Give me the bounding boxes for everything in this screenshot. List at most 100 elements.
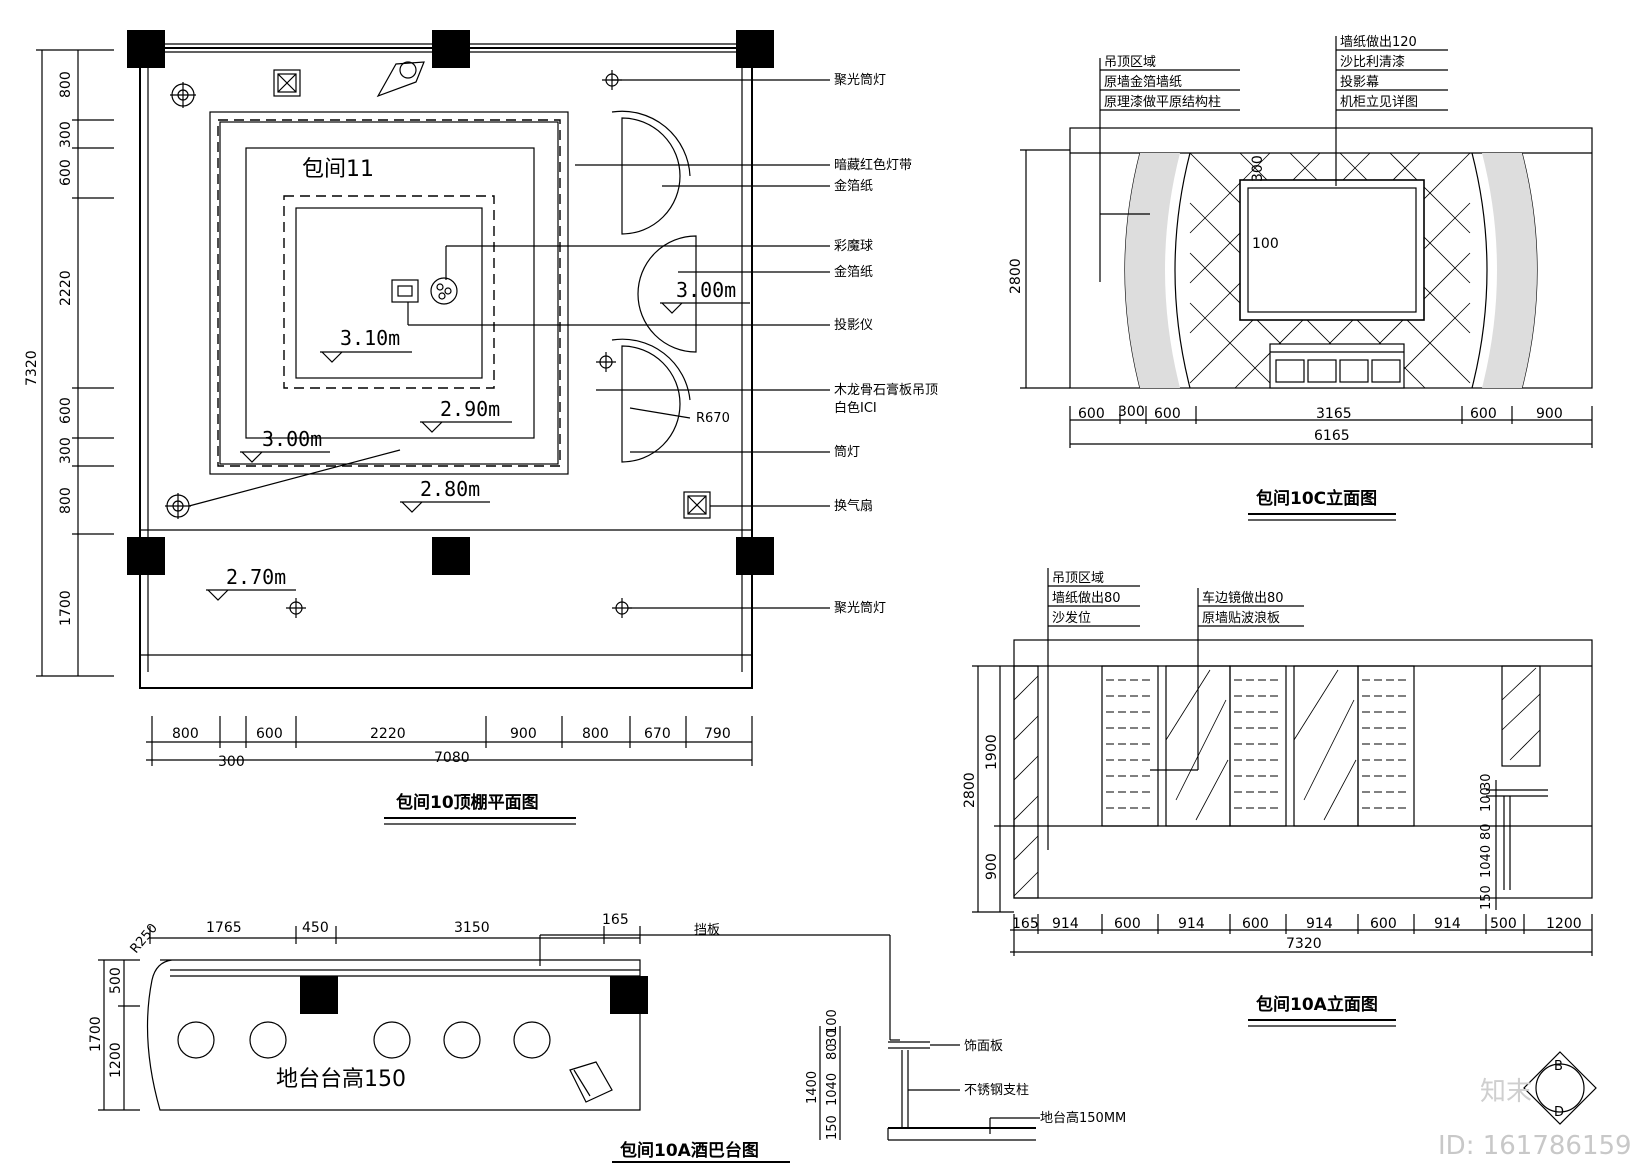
elevation-a: 吊顶区域 墙纸做出80 沙发位 车边镜做出80 原墙贴波浪板 2800 1900… <box>962 568 1593 1027</box>
svg-text:墙纸做出80: 墙纸做出80 <box>1052 591 1121 606</box>
svg-text:165: 165 <box>602 912 629 928</box>
tv-cabinet <box>1269 343 1405 389</box>
svg-text:800: 800 <box>58 487 74 514</box>
svg-text:聚光筒灯: 聚光筒灯 <box>834 600 886 616</box>
svg-text:B: B <box>1554 1059 1563 1074</box>
svg-text:饰面板: 饰面板 <box>964 1039 1003 1054</box>
bar-title: 包间10A酒巴台图 <box>620 1140 759 1161</box>
svg-text:600: 600 <box>1114 916 1141 932</box>
svg-text:914: 914 <box>1052 916 1079 932</box>
crosshair-light-icon <box>286 70 632 618</box>
watermark-logo: 知末 <box>1480 1077 1532 1107</box>
svg-text:600: 600 <box>58 397 74 424</box>
svg-text:670: 670 <box>644 726 671 742</box>
svg-text:300: 300 <box>58 121 74 148</box>
level-label: 3.10m <box>340 326 400 350</box>
svg-text:2800: 2800 <box>962 772 978 808</box>
svg-text:3150: 3150 <box>454 920 490 936</box>
stone-panel <box>1482 153 1537 388</box>
svg-text:1200: 1200 <box>108 1042 124 1078</box>
projector-icon <box>391 279 419 303</box>
svg-text:600: 600 <box>1242 916 1269 932</box>
svg-text:914: 914 <box>1434 916 1461 932</box>
svg-text:聚光筒灯: 聚光筒灯 <box>834 72 886 88</box>
svg-text:墙纸做出120: 墙纸做出120 <box>1340 35 1417 50</box>
svg-text:7320: 7320 <box>1286 936 1322 952</box>
column <box>610 976 648 1014</box>
plan-title: 包间10顶棚平面图 <box>396 792 539 813</box>
svg-text:600: 600 <box>1154 406 1181 422</box>
svg-text:150: 150 <box>825 1115 840 1140</box>
svg-text:300: 300 <box>58 437 74 464</box>
plan-left-dims: 800 300 600 2220 600 300 800 1700 7320 <box>24 49 114 677</box>
svg-text:机柜立见详图: 机柜立见详图 <box>1340 95 1418 110</box>
svg-text:1200: 1200 <box>1546 916 1582 932</box>
svg-text:300: 300 <box>1118 404 1145 420</box>
column <box>300 976 338 1014</box>
plan-room-label: 包间11 <box>302 157 374 182</box>
svg-text:1765: 1765 <box>206 920 242 936</box>
svg-text:7320: 7320 <box>24 350 40 386</box>
exhaust-fan-icon <box>683 491 711 519</box>
svg-text:吊顶区域: 吊顶区域 <box>1104 55 1156 70</box>
svg-text:1700: 1700 <box>58 590 74 626</box>
svg-text:不锈钢支柱: 不锈钢支柱 <box>964 1083 1029 1098</box>
svg-text:2220: 2220 <box>370 726 406 742</box>
svg-text:500: 500 <box>1490 916 1517 932</box>
bar-section: 挡板 饰面板 不锈钢支柱 地台高150MM 100 80 30 1040 150… <box>694 923 1126 1141</box>
svg-text:80: 80 <box>825 1043 840 1060</box>
svg-text:100: 100 <box>825 1009 840 1034</box>
column <box>127 537 165 575</box>
column <box>432 537 470 575</box>
level-label: 2.90m <box>440 397 500 421</box>
projection-screen <box>1239 179 1425 321</box>
svg-text:原墙贴波浪板: 原墙贴波浪板 <box>1202 611 1280 626</box>
svg-text:30: 30 <box>1479 773 1494 790</box>
mirror-panels <box>1165 665 1359 827</box>
wave-panels <box>1101 665 1415 827</box>
bar-stool-icon <box>177 1021 551 1059</box>
downlight-icon <box>170 82 196 108</box>
ceiling-plan: 包间11 R670 3.10m 3.00m 2.90m 3.00m 2.80m … <box>24 30 938 825</box>
elev-c-title: 包间10C立面图 <box>1256 488 1377 509</box>
level-label: 2.80m <box>420 477 480 501</box>
bar-platform-label: 地台台高150 <box>276 1067 406 1092</box>
svg-text:沙比利清漆: 沙比利清漆 <box>1340 54 1405 70</box>
svg-text:白色ICI: 白色ICI <box>834 400 877 416</box>
svg-text:450: 450 <box>302 920 329 936</box>
svg-text:80: 80 <box>1479 823 1494 840</box>
level-label: 3.00m <box>262 427 322 451</box>
column <box>127 30 165 68</box>
svg-text:150: 150 <box>1479 885 1494 910</box>
svg-text:挡板: 挡板 <box>694 923 720 938</box>
svg-text:D: D <box>1554 1105 1564 1120</box>
svg-text:100: 100 <box>1252 236 1279 252</box>
elev-a-callouts: 吊顶区域 墙纸做出80 沙发位 车边镜做出80 原墙贴波浪板 <box>1047 568 1304 850</box>
svg-text:600: 600 <box>256 726 283 742</box>
column <box>736 30 774 68</box>
level-markers: 3.10m 3.00m 2.90m 3.00m 2.80m 2.70m <box>206 278 750 601</box>
svg-text:金箔纸: 金箔纸 <box>834 264 873 280</box>
svg-text:2800: 2800 <box>1008 258 1024 294</box>
stone-panel <box>1125 153 1180 388</box>
elev-a-title: 包间10A立面图 <box>1256 994 1378 1015</box>
svg-text:600: 600 <box>1370 916 1397 932</box>
svg-text:600: 600 <box>1078 406 1105 422</box>
disco-ball-icon <box>430 277 458 305</box>
svg-text:投影幕: 投影幕 <box>1340 74 1379 90</box>
plan-callouts: 聚光筒灯 暗藏红色灯带 金箔纸 彩魔球 金箔纸 投影仪 木龙骨石膏板吊顶 白色I… <box>834 72 938 616</box>
svg-text:800: 800 <box>58 71 74 98</box>
svg-text:300: 300 <box>218 754 245 770</box>
svg-text:吊顶区域: 吊顶区域 <box>1052 571 1104 586</box>
column <box>736 537 774 575</box>
svg-text:100: 100 <box>1479 787 1494 812</box>
section-marker-icon: B D <box>1523 1051 1597 1125</box>
exhaust-fan-icon <box>273 69 301 97</box>
svg-text:165: 165 <box>1012 916 1039 932</box>
svg-text:6165: 6165 <box>1314 428 1350 444</box>
plan-outer-wall <box>139 47 753 689</box>
elev-c-callouts: 吊顶区域 原墙金箔墙纸 原理漆做平原结构柱 墙纸做出120 沙比利清漆 投影幕 … <box>1099 35 1448 282</box>
level-label: 2.70m <box>226 565 286 589</box>
column <box>432 30 470 68</box>
